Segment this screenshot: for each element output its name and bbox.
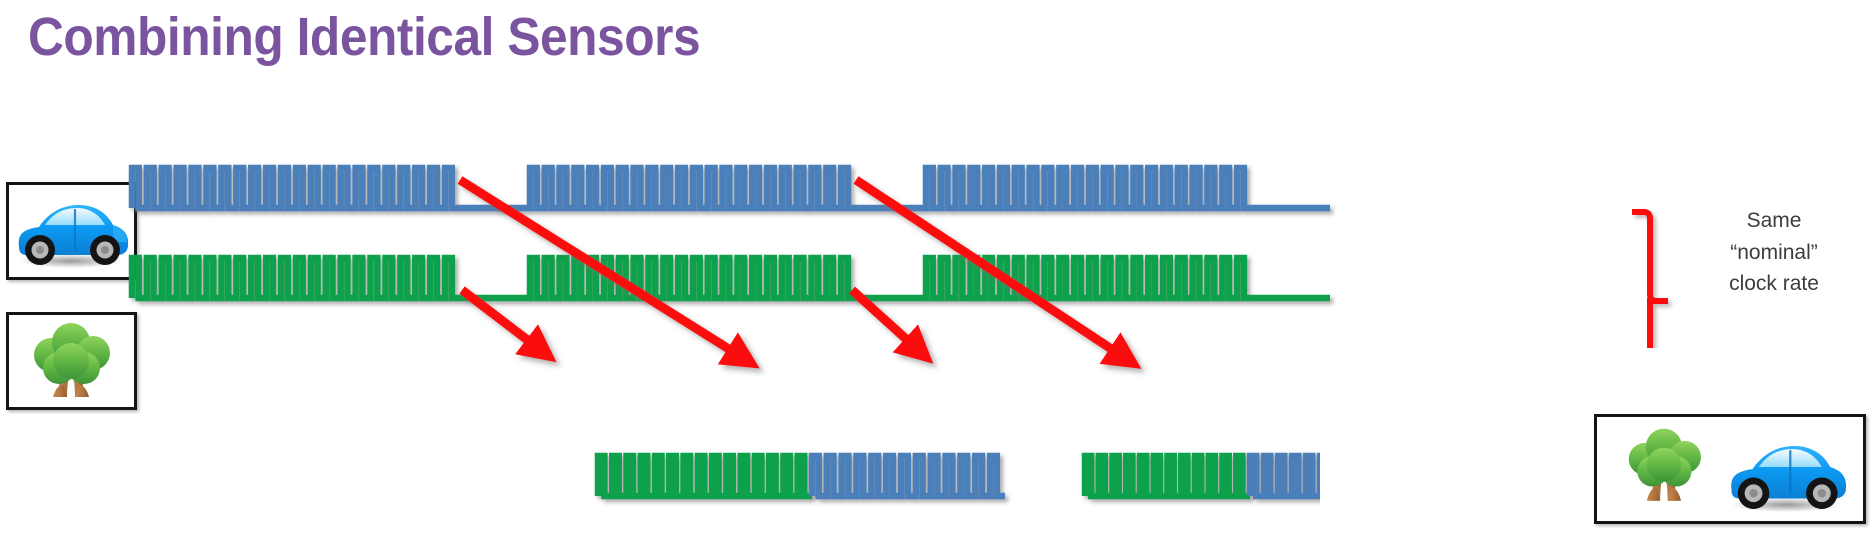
- car-icon: [1731, 446, 1847, 513]
- caption-line-2: “nominal”: [1730, 240, 1818, 264]
- combined-output-box: [1594, 414, 1866, 524]
- car-sensor-waveform: [128, 164, 1330, 212]
- tree-icon: [34, 323, 110, 397]
- combined-waveform: [594, 452, 1320, 500]
- page-title: Combining Identical Sensors: [28, 7, 701, 67]
- tree-sensor-waveform: [128, 254, 1330, 302]
- combined-waveform-segment-4: [1246, 452, 1320, 500]
- clock-rate-bracket: [1632, 209, 1668, 348]
- tree-and-car-icons: [1628, 428, 1847, 513]
- clock-rate-caption: Same “nominal” clock rate: [1684, 205, 1864, 300]
- caption-line-3: clock rate: [1729, 272, 1819, 295]
- caption-line-1: Same: [1746, 209, 1802, 232]
- tree-sensor-box: [6, 312, 137, 410]
- combined-waveform-segment-3: [1081, 452, 1250, 500]
- combined-waveform-segment-0: [594, 452, 812, 500]
- tree-icon: [1628, 428, 1701, 501]
- car-icon: [18, 205, 129, 268]
- car-sensor-box: [6, 182, 137, 280]
- combined-waveform-segment-1: [808, 452, 1005, 500]
